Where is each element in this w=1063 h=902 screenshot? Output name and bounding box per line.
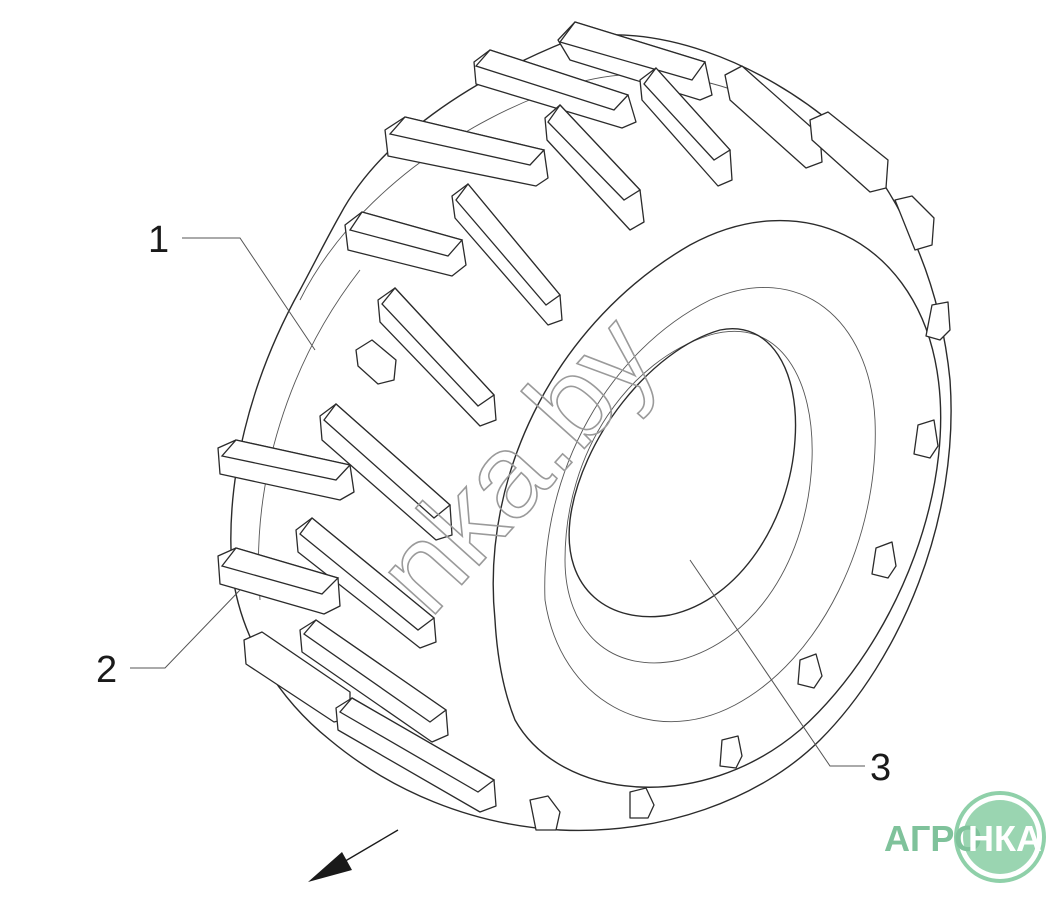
lug — [319, 403, 453, 541]
callout-3: 3 — [870, 747, 891, 789]
lug — [925, 301, 951, 341]
tread-mid-line — [258, 269, 361, 601]
lug — [295, 517, 437, 649]
lug — [335, 697, 497, 813]
agronka-logo: АГРО НКА — [884, 791, 1046, 883]
lug — [871, 541, 897, 579]
lug — [629, 787, 655, 819]
lug — [797, 653, 823, 689]
lug — [724, 65, 823, 169]
logo-right-text: НКА — [968, 818, 1042, 859]
logo-left-text: АГРО — [884, 818, 982, 859]
lug — [529, 795, 561, 831]
hub-opening — [568, 328, 797, 618]
lug — [217, 439, 355, 501]
leader-line-1 — [182, 237, 316, 351]
lug — [639, 66, 733, 187]
lug — [557, 21, 713, 101]
tread-lugs — [217, 21, 951, 831]
lug — [377, 287, 497, 427]
lug — [913, 419, 939, 459]
lug — [719, 735, 743, 769]
lug — [355, 339, 397, 385]
tire-outer-contour — [230, 34, 952, 832]
leader-lines — [130, 237, 865, 767]
lug — [344, 211, 467, 277]
lug — [299, 619, 449, 743]
logo-circle — [954, 791, 1046, 883]
arrow-down-left-icon — [308, 829, 399, 882]
callout-1: 1 — [148, 219, 169, 261]
lug — [451, 182, 563, 326]
leader-line-2 — [130, 589, 241, 669]
lug — [473, 49, 637, 129]
lug — [894, 195, 935, 251]
lug — [544, 103, 645, 231]
leader-line-3 — [689, 559, 865, 767]
rim-outer-ring — [544, 287, 876, 722]
lug — [384, 116, 549, 187]
rim-inner-ring — [564, 330, 813, 664]
lug — [809, 111, 889, 193]
callout-2: 2 — [96, 649, 117, 691]
lug — [217, 547, 341, 615]
tire-sidewall-edge — [492, 220, 942, 788]
